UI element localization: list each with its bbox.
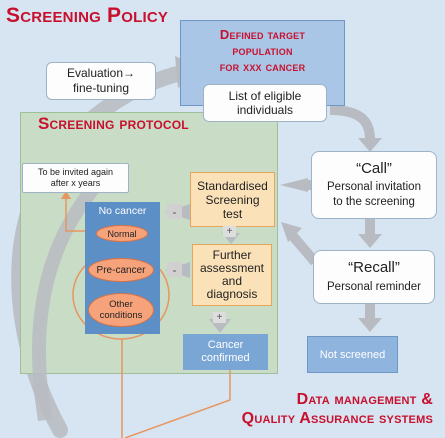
- normal-oval: Normal: [96, 225, 148, 242]
- plus-sign-test: +: [223, 226, 236, 237]
- invited-line1: To be invited again: [37, 167, 114, 177]
- call-line1: Personal invitation: [327, 180, 421, 193]
- cancer-confirmed-box: Cancer confirmed: [183, 334, 268, 370]
- recall-line1: Personal reminder: [327, 280, 421, 293]
- pre-cancer-oval: Pre-cancer: [88, 258, 154, 282]
- plus-sign-further: +: [213, 312, 226, 323]
- invited-line2: after x years: [50, 178, 101, 188]
- protocol-arc: [32, 165, 115, 422]
- recall-title: “Recall”: [348, 258, 400, 276]
- invited-again-box: To be invited again after x years: [22, 163, 129, 193]
- arrow-call-to-recall: [365, 218, 375, 236]
- eligible-line1: List of eligible: [228, 89, 302, 103]
- further-line1: Further: [212, 248, 252, 262]
- evaluation-line2: fine-tuning: [72, 81, 130, 95]
- eligible-line2: individuals: [236, 103, 294, 117]
- test-line2: Screening: [205, 192, 260, 207]
- test-line3: test: [222, 206, 243, 221]
- data-management-title: Data management & Quality Assurance syst…: [242, 390, 433, 428]
- arrow-eligible-to-call: [329, 105, 375, 141]
- screening-protocol-title: Screening protocol: [38, 114, 189, 133]
- further-line4: diagnosis: [206, 287, 258, 301]
- arrow-recall-to-notscreened: [365, 302, 375, 322]
- call-title: “Call”: [356, 159, 392, 177]
- data-management-line1: Data management &: [296, 391, 433, 408]
- evaluation-line1: Evaluation→: [66, 66, 136, 80]
- cancer-line2: confirmed: [201, 352, 250, 364]
- recall-box: “Recall” Personal reminder: [313, 250, 435, 304]
- population-line2: population: [232, 43, 293, 58]
- arrow-call-to-test: [280, 178, 308, 192]
- other-line2: conditions: [99, 310, 143, 321]
- data-management-line2: Quality Assurance systems: [241, 410, 433, 427]
- screening-policy-title: Screening Policy: [6, 4, 169, 27]
- other-conditions-oval: Other conditions: [88, 293, 154, 327]
- evaluation-box: Evaluation→ fine-tuning: [46, 62, 156, 100]
- further-line3: and: [221, 274, 243, 288]
- other-line1: Other: [109, 299, 133, 310]
- eligible-list-box: List of eligible individuals: [203, 84, 327, 122]
- minus-sign-further: -: [167, 262, 182, 277]
- further-assessment-box: Further assessment and diagnosis: [192, 244, 272, 306]
- call-line2: to the screening: [333, 195, 415, 208]
- screening-test-box: Standardised Screening test: [190, 172, 275, 227]
- arrow-recall-to-test: [288, 231, 319, 266]
- population-line1: Defined target: [219, 27, 306, 42]
- cancer-to-bottom-line: [124, 362, 231, 438]
- population-line3: for xxx cancer: [219, 59, 306, 74]
- test-line1: Standardised: [197, 178, 268, 193]
- no-cancer-label: No cancer: [98, 205, 147, 217]
- not-screened-box: Not screened: [307, 336, 398, 373]
- minus-sign-test: -: [167, 204, 182, 219]
- cancer-line1: Cancer: [207, 339, 244, 351]
- further-line2: assessment: [199, 261, 265, 275]
- call-box: “Call” Personal invitation to the screen…: [311, 151, 437, 219]
